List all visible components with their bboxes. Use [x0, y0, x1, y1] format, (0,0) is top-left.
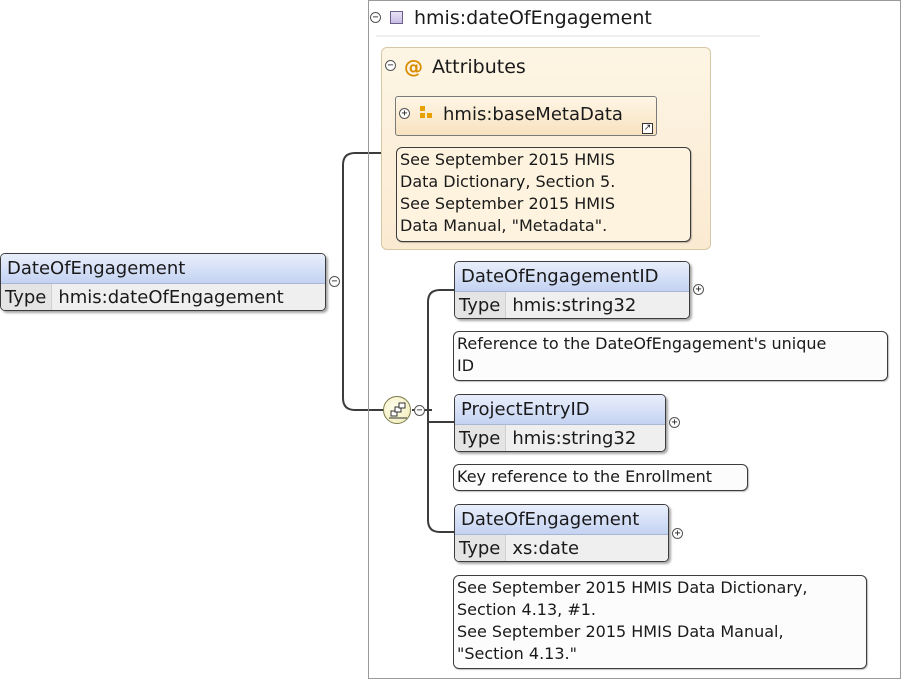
- element-name: ProjectEntryID: [455, 395, 665, 425]
- element-type-row: Type hmis:string32: [455, 292, 689, 318]
- complex-type-icon: [390, 11, 403, 24]
- attribute-name: hmis:baseMetaData: [443, 104, 623, 125]
- type-label: Type: [455, 535, 507, 561]
- at-sign-icon: @: [404, 56, 423, 78]
- link-arrow-icon[interactable]: ↗: [642, 123, 653, 134]
- collapse-root-toggle[interactable]: −: [329, 276, 340, 287]
- element-doc-note: Key reference to the Enrollment: [453, 464, 748, 491]
- attribute-doc-note: See September 2015 HMIS Data Dictionary,…: [396, 147, 691, 242]
- child-element-dateofengagement[interactable]: DateOfEngagement Type xs:date: [454, 504, 669, 562]
- expand-element-toggle[interactable]: +: [672, 528, 683, 539]
- sequence-compositor-icon[interactable]: [383, 396, 411, 424]
- type-value: hmis:dateOfEngagement: [52, 284, 325, 310]
- complex-type-frame: [368, 0, 901, 679]
- element-name: DateOfEngagementID: [455, 262, 689, 292]
- type-value: hmis:string32: [506, 425, 665, 451]
- element-doc-note: See September 2015 HMIS Data Dictionary,…: [453, 575, 867, 669]
- type-label: Type: [1, 284, 53, 310]
- collapse-type-toggle[interactable]: −: [370, 12, 381, 23]
- attribute-basemetadata[interactable]: hmis:baseMetaData: [395, 96, 657, 136]
- expand-element-toggle[interactable]: +: [693, 284, 704, 295]
- child-element-dateofengagementid[interactable]: DateOfEngagementID Type hmis:string32: [454, 261, 690, 319]
- element-type-row: Type xs:date: [455, 535, 668, 561]
- element-doc-note: Reference to the DateOfEngagement's uniq…: [453, 331, 888, 381]
- root-element-type-row: Type hmis:dateOfEngagement: [1, 284, 325, 310]
- expand-element-toggle[interactable]: +: [669, 417, 680, 428]
- type-label: Type: [455, 425, 507, 451]
- attributes-title: Attributes: [432, 56, 526, 78]
- type-value: hmis:string32: [506, 292, 689, 318]
- attribute-icon: [419, 106, 433, 120]
- type-label: Type: [455, 292, 507, 318]
- type-value: xs:date: [506, 535, 668, 561]
- element-type-row: Type hmis:string32: [455, 425, 665, 451]
- collapse-sequence-toggle[interactable]: −: [414, 405, 425, 416]
- child-element-projectentryid[interactable]: ProjectEntryID Type hmis:string32: [454, 394, 666, 452]
- element-name: DateOfEngagement: [455, 505, 668, 535]
- complex-type-name: hmis:dateOfEngagement: [414, 7, 652, 29]
- collapse-attributes-toggle[interactable]: −: [385, 60, 396, 71]
- root-element-box[interactable]: DateOfEngagement Type hmis:dateOfEngagem…: [0, 253, 326, 311]
- expand-attribute-toggle[interactable]: +: [399, 108, 410, 119]
- root-element-name: DateOfEngagement: [1, 254, 325, 284]
